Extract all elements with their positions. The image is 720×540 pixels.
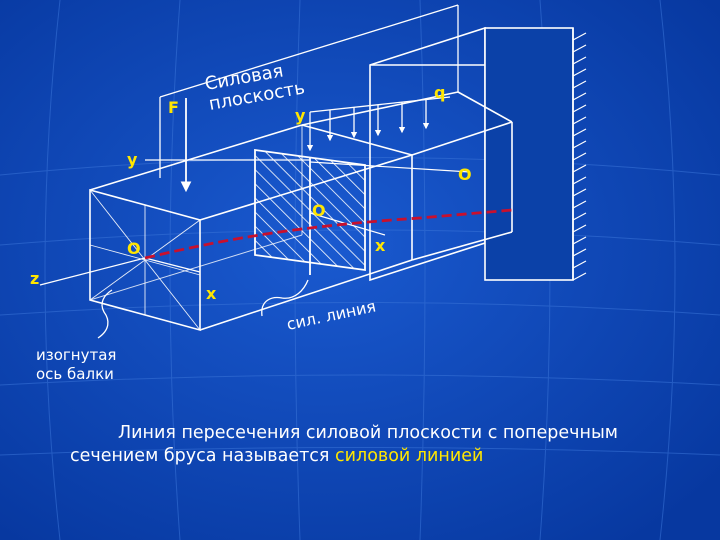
force-plane xyxy=(159,4,459,178)
y-top-label: y xyxy=(295,106,306,125)
x-axis-center xyxy=(309,212,386,236)
distributed-load xyxy=(306,96,451,152)
caption-line1: Линия пересечения силовой плоскости с по… xyxy=(118,423,618,443)
wall-support xyxy=(369,26,587,282)
z-axis xyxy=(39,257,146,286)
z-label: z xyxy=(30,269,39,288)
bent-axis-label-line1: изогнутая xyxy=(36,346,116,364)
origin-center-label: O xyxy=(312,201,326,220)
origin-left-label: O xyxy=(127,239,141,258)
x-left-label: x xyxy=(206,284,217,303)
caption: Линия пересечения силовой плоскости с по… xyxy=(70,422,710,468)
x-axis-left xyxy=(144,257,201,273)
bent-beam-axis xyxy=(144,208,513,260)
caption-line2-prefix: сечением бруса называется xyxy=(70,446,336,466)
origin-right-label: O xyxy=(458,165,472,184)
x-right-label: x xyxy=(375,236,386,255)
end-face-diagonals xyxy=(89,189,201,331)
y-left-label: y xyxy=(127,150,138,169)
bent-axis-leader xyxy=(97,289,113,339)
o-axis-right xyxy=(309,161,471,173)
force-label: F xyxy=(168,98,179,117)
caption-line2-highlight: силовой линией xyxy=(335,446,484,466)
wall-hatching xyxy=(572,32,587,281)
load-label: q xyxy=(434,83,445,102)
axes xyxy=(39,159,471,286)
bent-axis-label-line2: ось балки xyxy=(36,365,114,383)
force-line-leader xyxy=(261,279,309,317)
